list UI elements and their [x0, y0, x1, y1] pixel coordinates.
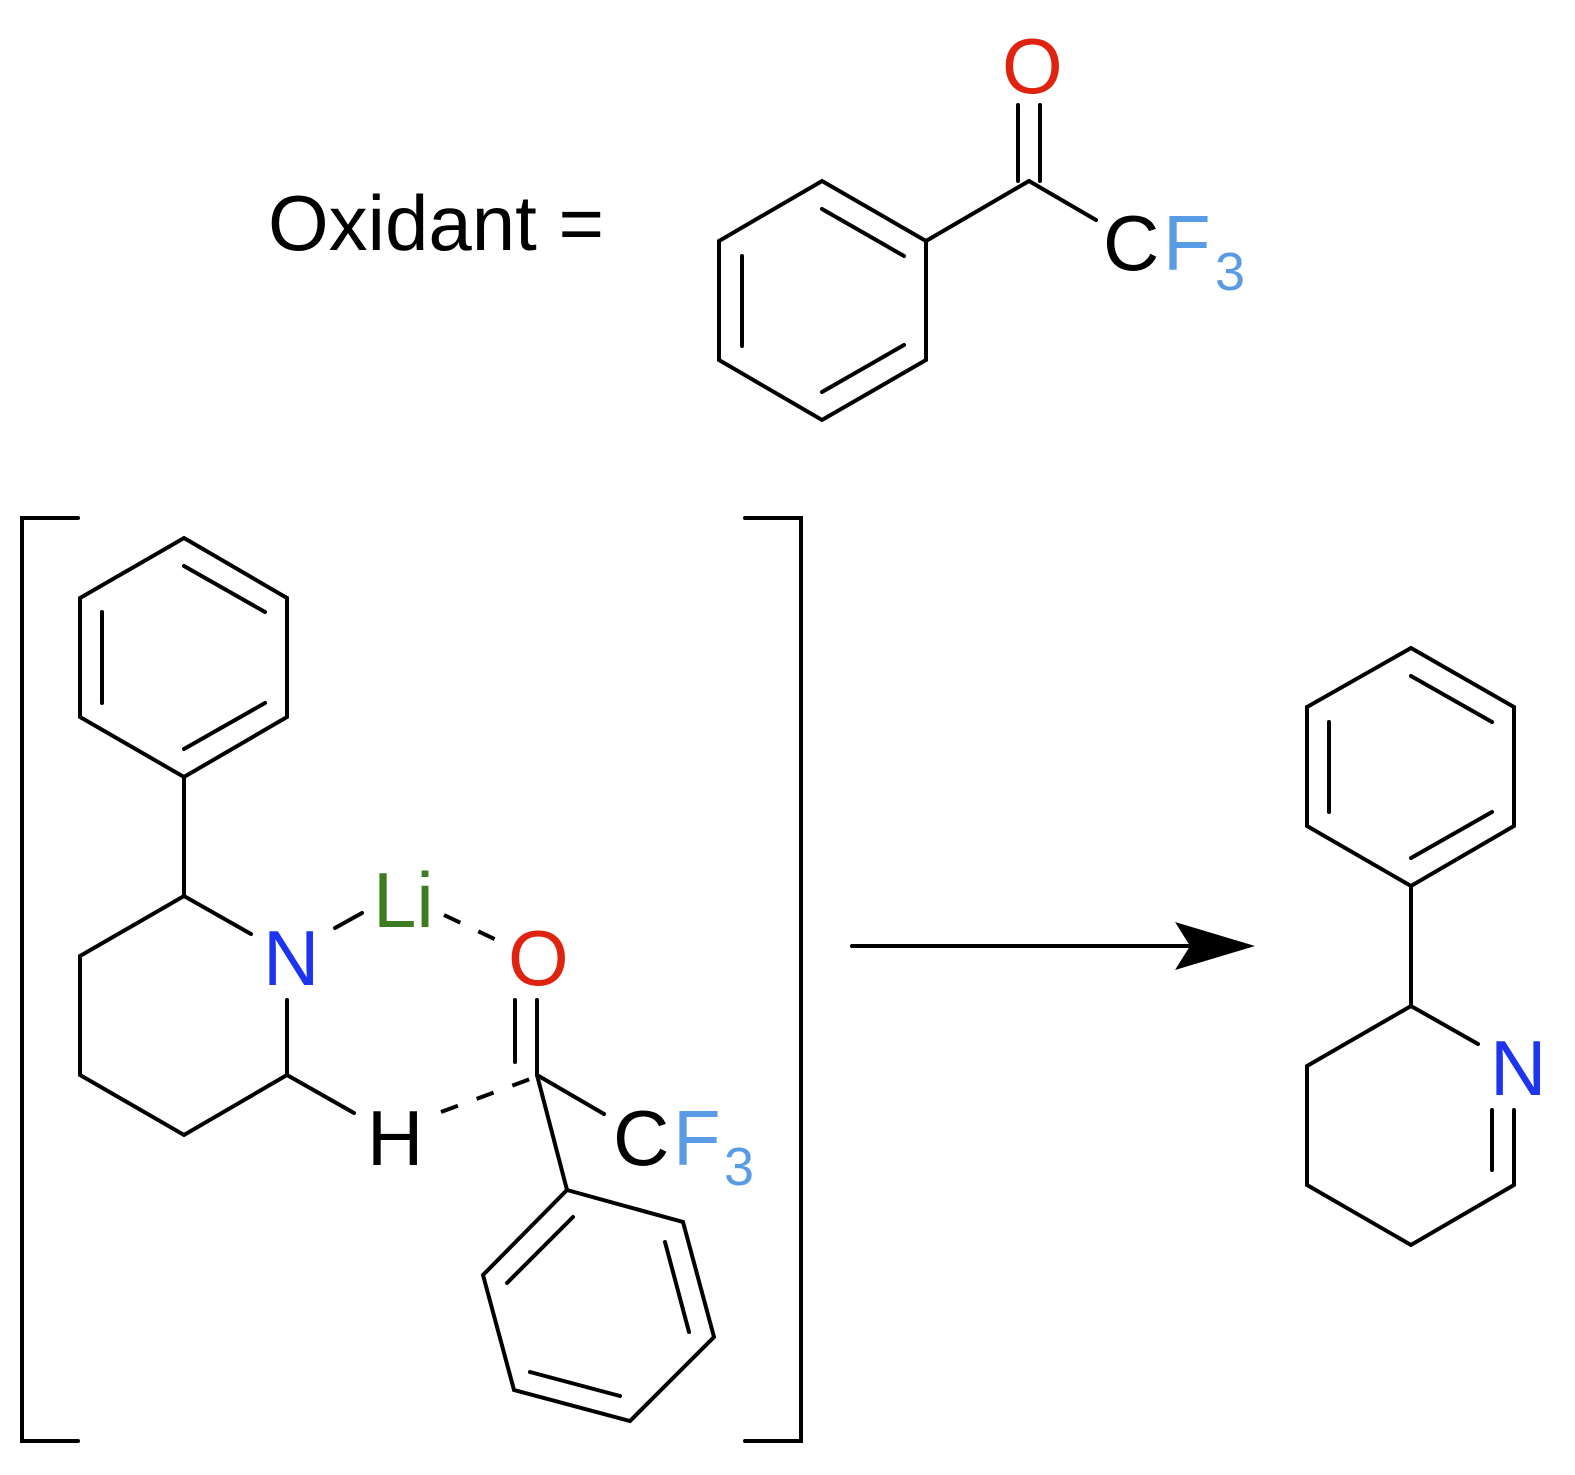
ts-c6-h-bond	[285, 1073, 356, 1115]
oxidant-c-cf3-bond	[1027, 179, 1098, 222]
oxidant-cf3-carbon: C	[1103, 199, 1159, 287]
oxidant-benzene-ring	[717, 178, 928, 423]
ts-c-cf3-bond	[535, 1073, 606, 1116]
oxidant-cf3-fluorine: F	[1163, 199, 1211, 287]
product-nitrogen-atom: N	[1490, 1024, 1546, 1112]
ts-n-li-bond	[333, 911, 364, 930]
ts-ketone-aromatic-bond	[663, 1240, 691, 1334]
reaction-arrow	[850, 922, 1255, 970]
ts-li-o-coordination	[443, 913, 504, 945]
ts-phenyl-aromatic-bond	[182, 564, 267, 614]
ts-oxygen-atom: O	[508, 914, 569, 1002]
ts-ketone-aromatic-bond	[528, 1370, 622, 1398]
ts-lithium-atom: Li	[373, 856, 434, 944]
ts-nitrogen-atom: N	[263, 914, 319, 1002]
ts-h-transfer-dashed-bond	[440, 1076, 534, 1114]
ts-ketone-aromatic-bond	[505, 1215, 575, 1285]
oxidant-label: Oxidant =	[268, 179, 604, 267]
oxidant-aromatic-bond	[820, 343, 906, 394]
ts-ketone-phenyl-ring	[480, 1187, 717, 1424]
product-ring	[1305, 1003, 1516, 1248]
product-phenyl-ring	[1305, 645, 1516, 889]
ts-cf3-fluorine: F	[673, 1094, 721, 1182]
ts-cf3-carbon: C	[613, 1094, 669, 1182]
reaction-arrow-head	[1175, 922, 1255, 970]
right-bracket	[743, 516, 803, 1443]
product-phenyl-aromatic-bond	[1409, 674, 1494, 724]
oxidant-cf3-subscript: 3	[1215, 242, 1245, 302]
oxidant-oxygen-atom: O	[1002, 22, 1063, 110]
oxidant-trifluoroacetophenone: O C F 3	[717, 22, 1245, 423]
product-phenyl-aromatic-bond	[1409, 810, 1494, 860]
transition-state-complex: N Li O H C F 3	[78, 535, 754, 1424]
ts-hydrogen-atom: H	[367, 1094, 423, 1182]
oxidant-ring-to-carbonyl-bond	[924, 179, 1031, 243]
product-tetrahydropyridine: N	[1305, 645, 1546, 1248]
ts-phenyl-aromatic-bond	[182, 701, 267, 751]
ts-piperidine-ring	[78, 893, 289, 1138]
ts-cf3-subscript: 3	[724, 1137, 754, 1197]
left-bracket	[20, 516, 80, 1443]
ts-c-phenyl-bond	[535, 1073, 569, 1192]
ts-phenyl-ring	[78, 535, 289, 780]
oxidant-aromatic-bond	[820, 207, 906, 258]
